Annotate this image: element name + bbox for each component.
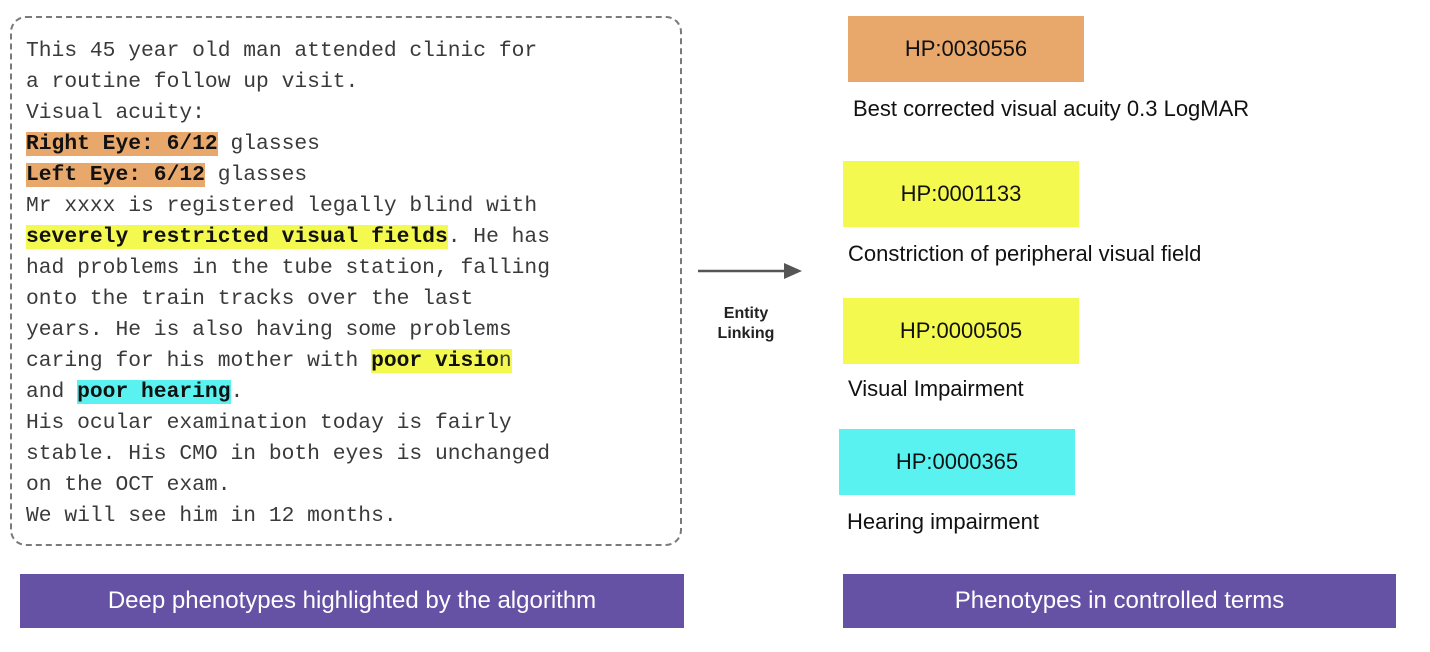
note-text: stable. His CMO in both eyes is unchange… (26, 442, 550, 466)
note-text: We will see him in 12 months. (26, 504, 397, 528)
note-text: a routine follow up visit. (26, 70, 359, 94)
term-label: Best corrected visual acuity 0.3 LogMAR (853, 96, 1250, 121)
note-line: onto the train tracks over the last (26, 284, 550, 315)
note-line: Visual acuity: (26, 98, 550, 129)
note-line: had problems in the tube station, fallin… (26, 253, 550, 284)
caption-left: Deep phenotypes highlighted by the algor… (20, 574, 684, 628)
entity-linking-label-line2: Linking (717, 325, 775, 342)
note-text: Mr xxxx is registered legally blind with (26, 194, 538, 218)
note-text: onto the train tracks over the last (26, 287, 474, 311)
note-text: His ocular examination today is fairly (26, 411, 512, 435)
arrow-right-icon (698, 263, 802, 279)
note-text: glasses (204, 163, 308, 187)
note-line: We will see him in 12 months. (26, 501, 550, 532)
highlighted-phenotype: poor hearing (77, 380, 231, 404)
note-line: and poor hearing. (26, 377, 550, 408)
note-text: years. He is also having some problems (26, 318, 512, 342)
term-code-box: HP:0000365 (839, 429, 1075, 495)
note-line: Right Eye: 6/12 glasses (26, 129, 550, 160)
note-text: . (230, 380, 244, 404)
note-line: Mr xxxx is registered legally blind with (26, 191, 550, 222)
term-code-box: HP:0030556 (848, 16, 1084, 82)
highlighted-phenotype: Right Eye: 6/12 (26, 132, 218, 156)
clinical-note-box (10, 16, 682, 546)
note-line: His ocular examination today is fairly (26, 408, 550, 439)
note-text: . He has (447, 225, 550, 249)
note-line: This 45 year old man attended clinic for (26, 36, 550, 67)
note-line: caring for his mother with poor vision (26, 346, 550, 377)
entity-linking-label-line1: Entity (723, 305, 769, 322)
caption-right: Phenotypes in controlled terms (843, 574, 1396, 628)
note-line: a routine follow up visit. (26, 67, 550, 98)
term-label: Hearing impairment (847, 509, 1039, 534)
note-text: had problems in the tube station, fallin… (26, 256, 550, 280)
entity-linking-label: Entity Linking (698, 304, 794, 344)
note-line: on the OCT exam. (26, 470, 550, 501)
note-text: glasses (217, 132, 320, 156)
note-text: and (26, 380, 78, 404)
highlighted-phenotype: Left Eye: 6/12 (26, 163, 205, 187)
note-line: years. He is also having some problems (26, 315, 550, 346)
highlighted-phenotype: n (498, 349, 512, 373)
note-text: on the OCT exam. (26, 473, 231, 497)
highlighted-phenotype: poor visio (371, 349, 499, 373)
term-label: Visual Impairment (848, 376, 1024, 401)
term-code-box: HP:0001133 (843, 161, 1079, 227)
note-line: severely restricted visual fields. He ha… (26, 222, 550, 253)
highlighted-phenotype: severely restricted visual fields (26, 225, 448, 249)
term-code-box: HP:0000505 (843, 298, 1079, 364)
note-text: caring for his mother with (26, 349, 372, 373)
clinical-note-text: This 45 year old man attended clinic for… (26, 36, 550, 532)
note-text: This 45 year old man attended clinic for (26, 39, 538, 63)
note-line: Left Eye: 6/12 glasses (26, 160, 550, 191)
term-label: Constriction of peripheral visual field (848, 241, 1202, 266)
note-text: Visual acuity: (26, 101, 205, 125)
note-line: stable. His CMO in both eyes is unchange… (26, 439, 550, 470)
